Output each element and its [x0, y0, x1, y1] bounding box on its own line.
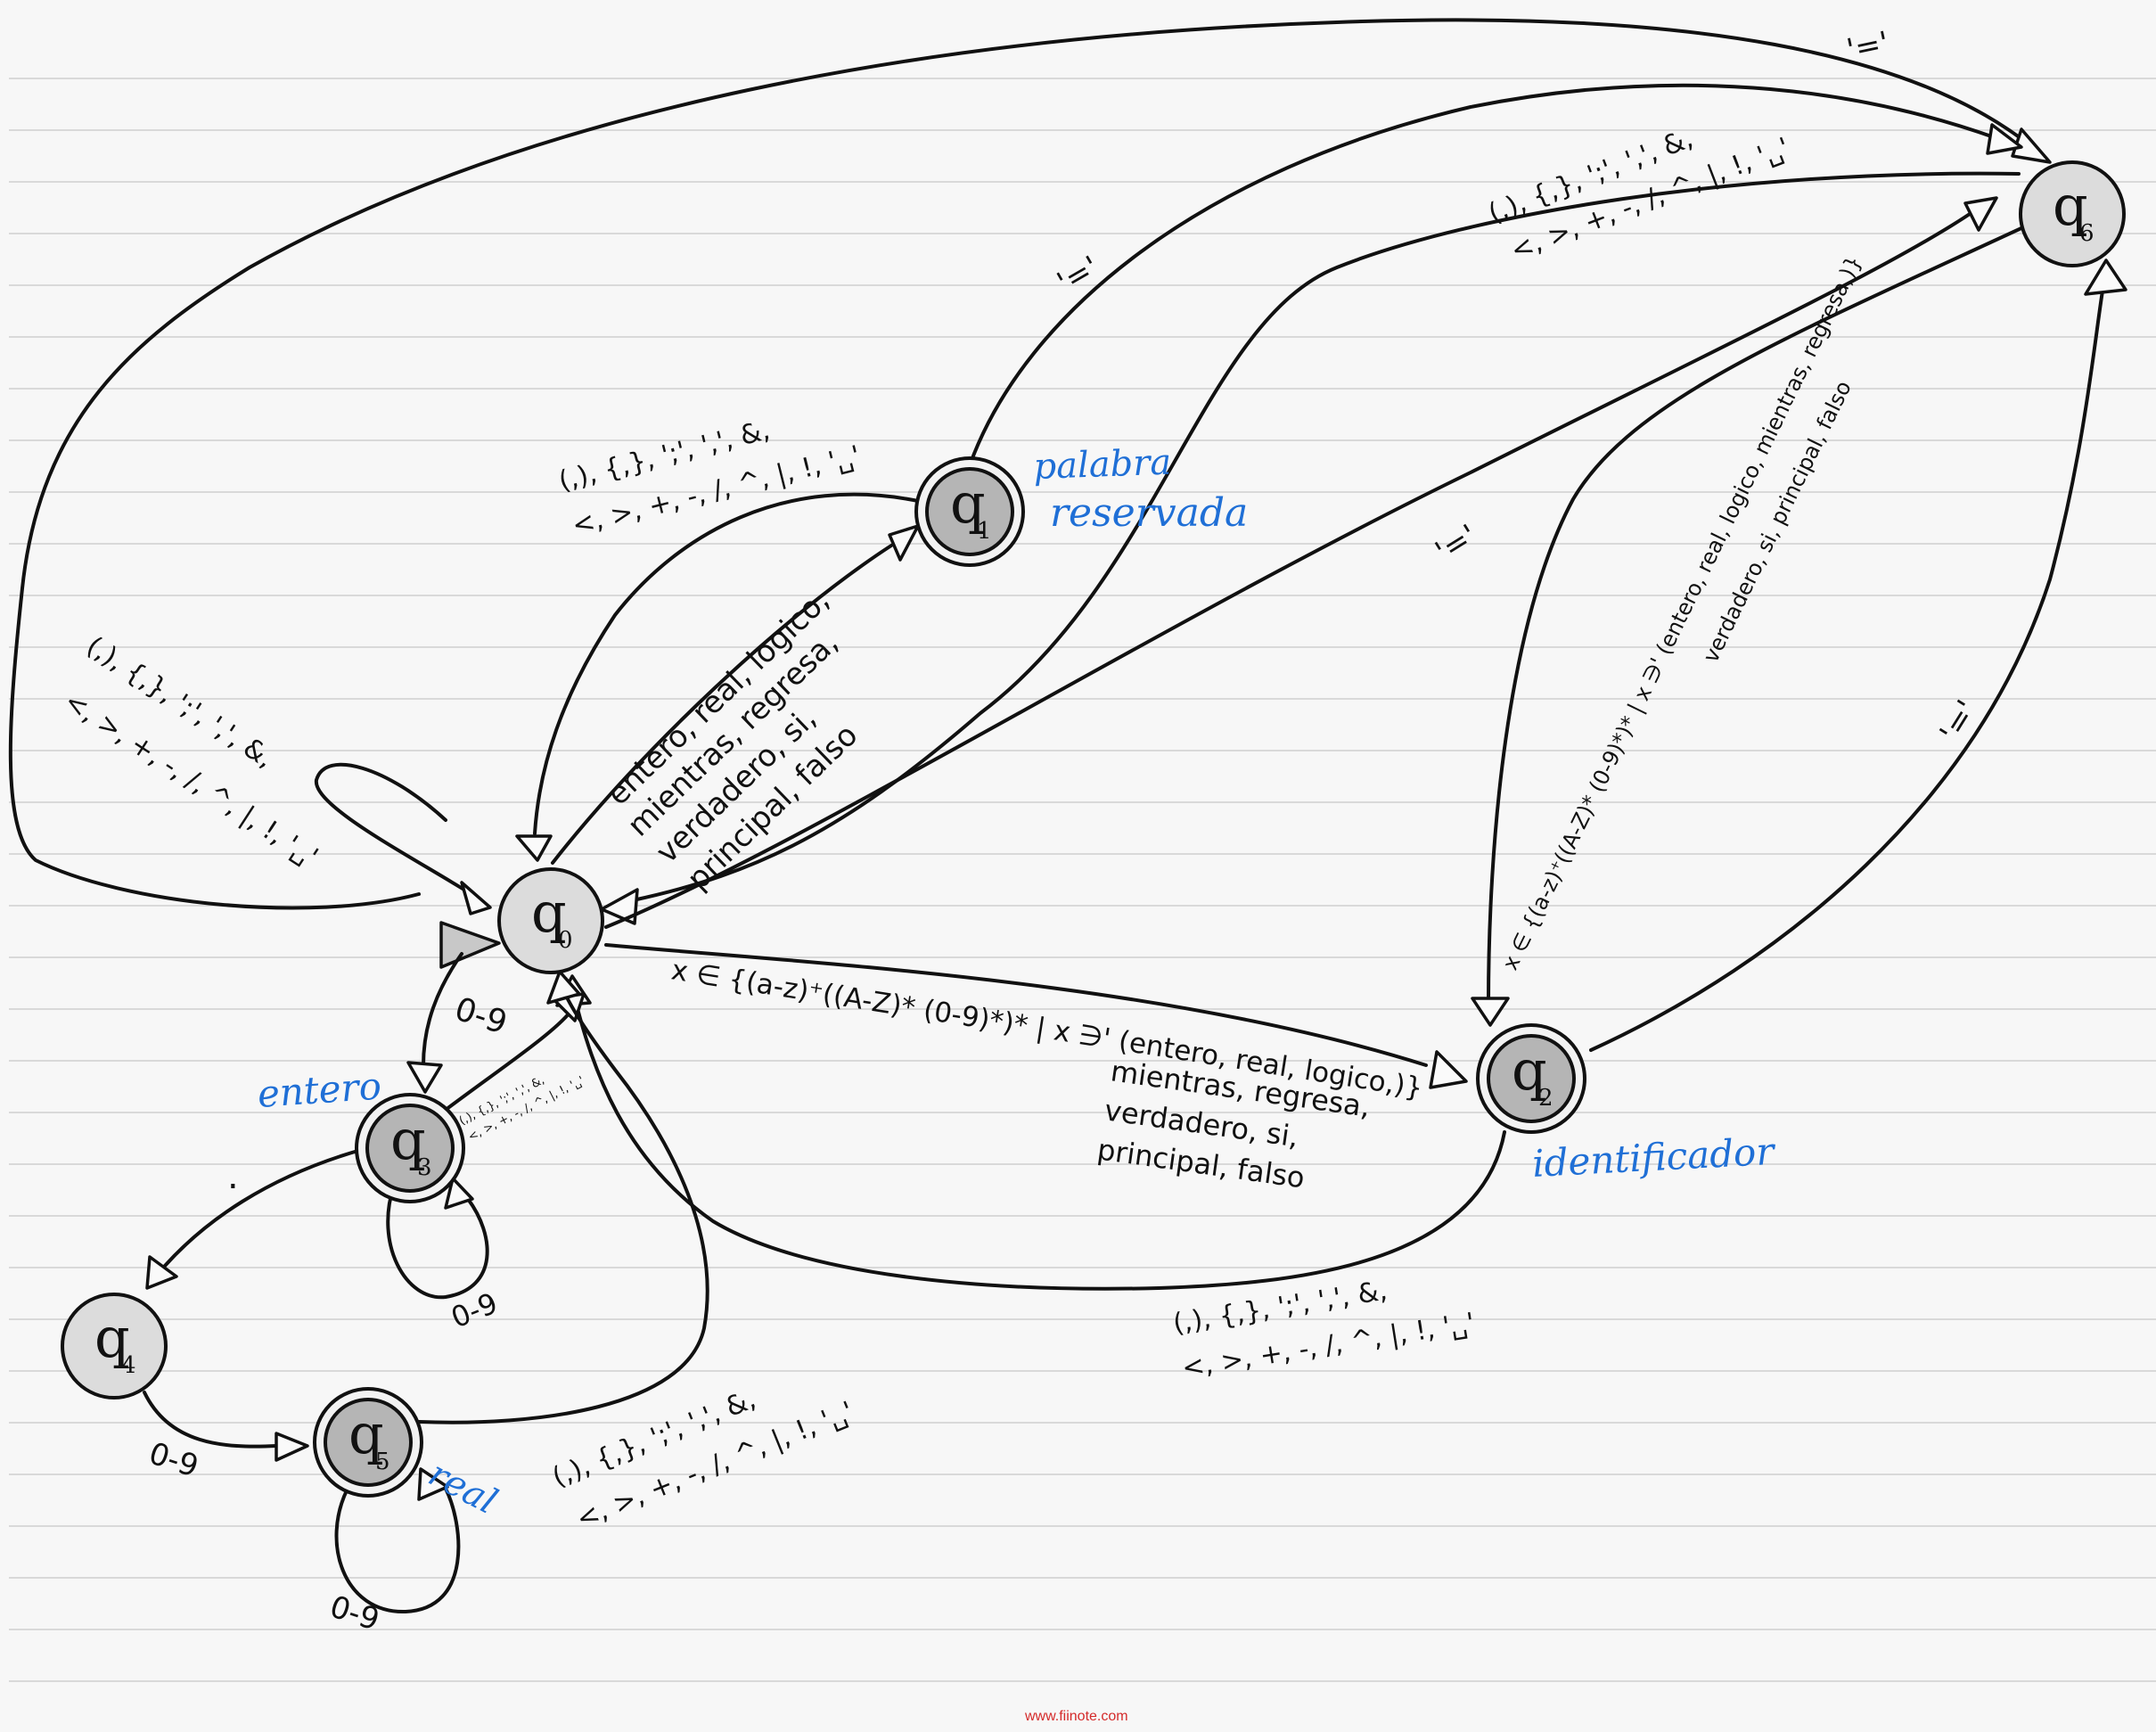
- label-q4-to-q5: 0-9: [144, 1436, 202, 1485]
- state-q2-subscript: 2: [1538, 1085, 1553, 1112]
- edge-q3-to-q0: [444, 1010, 572, 1112]
- edge-q1-to-q6: [968, 83, 1998, 467]
- edge-q2-to-q0: [573, 997, 1506, 1291]
- state-q4-subscript: 4: [121, 1352, 136, 1379]
- state-q3-letter: q: [390, 1107, 426, 1172]
- label-q3-to-q4: .: [227, 1156, 239, 1197]
- annotation-identificador: identificador: [1531, 1129, 1777, 1186]
- label-q0-to-q3: 0-9: [450, 991, 512, 1042]
- edge-q3-self: [386, 1184, 489, 1300]
- edge-q0-to-q6-mid: [604, 212, 1972, 929]
- label-q0-to-q6-mid: '=': [1430, 518, 1484, 570]
- state-node-q3: q3: [355, 1093, 465, 1203]
- state-q1-circle: [925, 467, 1014, 556]
- edge-q6-to-q0-arrowhead: [600, 888, 639, 925]
- state-q3-circle: [365, 1104, 455, 1193]
- state-q0-circle: [497, 867, 604, 974]
- state-q0-subscript: 0: [558, 927, 573, 954]
- state-q4-circle: [61, 1293, 168, 1400]
- state-q6-subscript: 6: [2079, 220, 2095, 247]
- edge-q1-to-q6-arrowhead: [1986, 123, 2023, 155]
- label-q6-to-q2-line1: x ∈ {(a-z)⁺((A-Z)* (0-9)*)* | x ∋' (ente…: [1497, 251, 1866, 973]
- edge-q0-to-q6-top: [8, 18, 2034, 910]
- annotation-reservada: reservada: [1050, 490, 1248, 536]
- edge-q0-to-q2-arrowhead: [1429, 1050, 1468, 1089]
- edge-q1-to-q0: [533, 492, 924, 835]
- edge-q5-self: [334, 1487, 461, 1614]
- footer-watermark: www.fiinote.com: [1024, 1709, 1128, 1724]
- edge-q0-self: [314, 762, 483, 902]
- edge-q6-to-q0: [631, 171, 2021, 902]
- edge-q0-to-q1-arrowhead: [888, 524, 920, 562]
- state-q1-letter: q: [950, 471, 986, 536]
- label-q0-to-q6-top: '=': [1844, 25, 1892, 69]
- state-node-q0: q0: [497, 867, 604, 974]
- state-node-q4: q4: [61, 1293, 168, 1400]
- edge-q5-self-arrowhead: [417, 1467, 449, 1501]
- annotation-entero: entero: [256, 1063, 382, 1116]
- state-q2-circle: [1487, 1034, 1576, 1123]
- state-q5-circle: [324, 1398, 413, 1487]
- state-q2-letter: q: [1512, 1038, 1547, 1103]
- edge-q0-to-q1: [551, 544, 893, 865]
- edge-q1-to-q0-arrowhead: [515, 834, 553, 862]
- edge-q5-to-q0: [417, 988, 709, 1424]
- state-q1-subscript: 1: [977, 518, 992, 545]
- annotation-palabra: palabra: [1033, 442, 1172, 488]
- state-node-q1: q1: [914, 456, 1025, 567]
- label-q2-to-q6: '=': [1933, 694, 1986, 749]
- edge-q2-to-q6: [1589, 283, 2105, 1052]
- state-node-q5: q5: [313, 1387, 423, 1498]
- edge-q3-to-q4: [163, 1148, 363, 1268]
- notebook-lines: [9, 78, 2156, 1682]
- state-node-q6: q6: [2019, 160, 2126, 267]
- edge-q0-to-q2: [604, 943, 1428, 1067]
- edge-q3-self-arrowhead: [444, 1177, 474, 1210]
- state-q0-letter: q: [531, 880, 567, 945]
- state-q5-subscript: 5: [375, 1449, 390, 1475]
- edge-q2-to-q6-arrowhead: [2084, 259, 2127, 296]
- edge-q4-to-q5: [143, 1391, 278, 1449]
- edge-q0-to-q6-mid-arrowhead: [1963, 196, 1998, 232]
- start-arrow: [439, 921, 501, 969]
- state-q6-letter: q: [2053, 173, 2088, 238]
- state-q4-letter: q: [94, 1305, 130, 1370]
- edge-q3-to-q4-arrowhead: [145, 1255, 178, 1290]
- state-q5-letter: q: [348, 1401, 384, 1466]
- state-q6-circle: [2019, 160, 2126, 267]
- edge-q5-to-q0-arrowhead: [546, 970, 581, 1005]
- state-node-q2: q2: [1476, 1023, 1586, 1134]
- annotation-real: real: [422, 1453, 504, 1523]
- edge-q6-to-q2-arrowhead: [1471, 997, 1510, 1027]
- edge-q0-to-q3-arrowhead: [406, 1061, 443, 1094]
- state-q3-subscript: 3: [417, 1154, 432, 1181]
- label-q5-self: 0-9: [325, 1589, 383, 1638]
- edge-q0-to-q3: [422, 952, 463, 1067]
- edge-q4-to-q5-arrowhead: [275, 1432, 309, 1462]
- edge-q0-self-arrowhead: [460, 881, 492, 915]
- edge-q6-to-q2: [1487, 226, 2025, 1005]
- label-q1-to-q6: '=': [1052, 250, 1106, 301]
